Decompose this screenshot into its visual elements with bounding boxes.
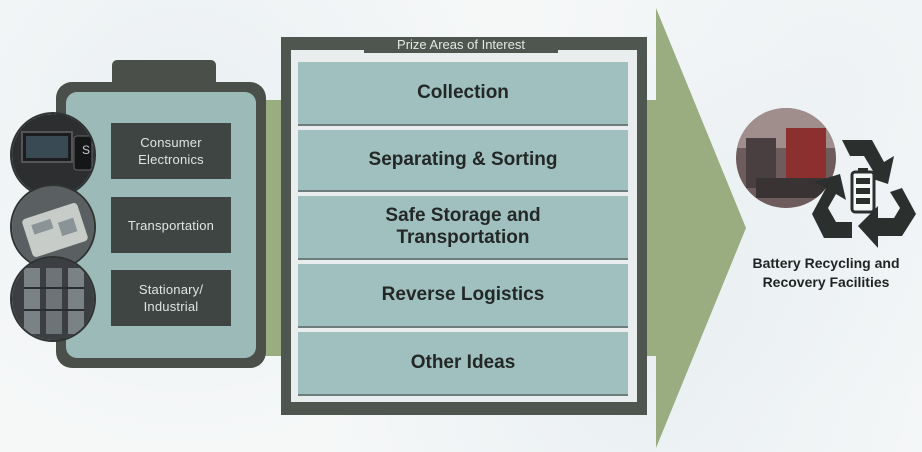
prize-area-separating-sorting: Separating & Sorting bbox=[298, 130, 628, 190]
stationary-industrial-photo bbox=[10, 256, 96, 342]
prize-area-collection: Collection bbox=[298, 62, 628, 124]
prize-area-other-ideas: Other Ideas bbox=[298, 332, 628, 394]
svg-text:S: S bbox=[82, 143, 90, 157]
consumer-electronics-photo: S bbox=[10, 112, 96, 198]
prize-area-reverse-logistics: Reverse Logistics bbox=[298, 264, 628, 326]
prize-area-safe-storage: Safe Storage and Transportation bbox=[298, 196, 628, 258]
recycling-icon bbox=[812, 140, 916, 248]
source-stationary-industrial: Stationary/ Industrial bbox=[111, 270, 231, 326]
source-consumer-electronics: Consumer Electronics bbox=[111, 123, 231, 179]
source-transportation: Transportation bbox=[111, 197, 231, 253]
battery-terminal bbox=[112, 60, 216, 86]
transportation-photo bbox=[10, 184, 96, 270]
prize-areas-title: Prize Areas of Interest bbox=[364, 37, 558, 53]
destination-label: Battery Recycling and Recovery Facilitie… bbox=[752, 255, 900, 290]
